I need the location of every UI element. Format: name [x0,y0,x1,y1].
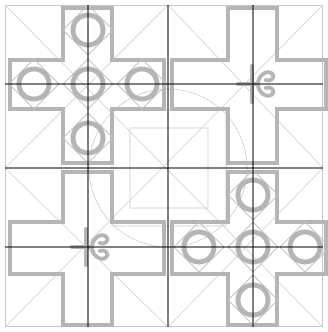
pattern-canvas [0,0,328,332]
